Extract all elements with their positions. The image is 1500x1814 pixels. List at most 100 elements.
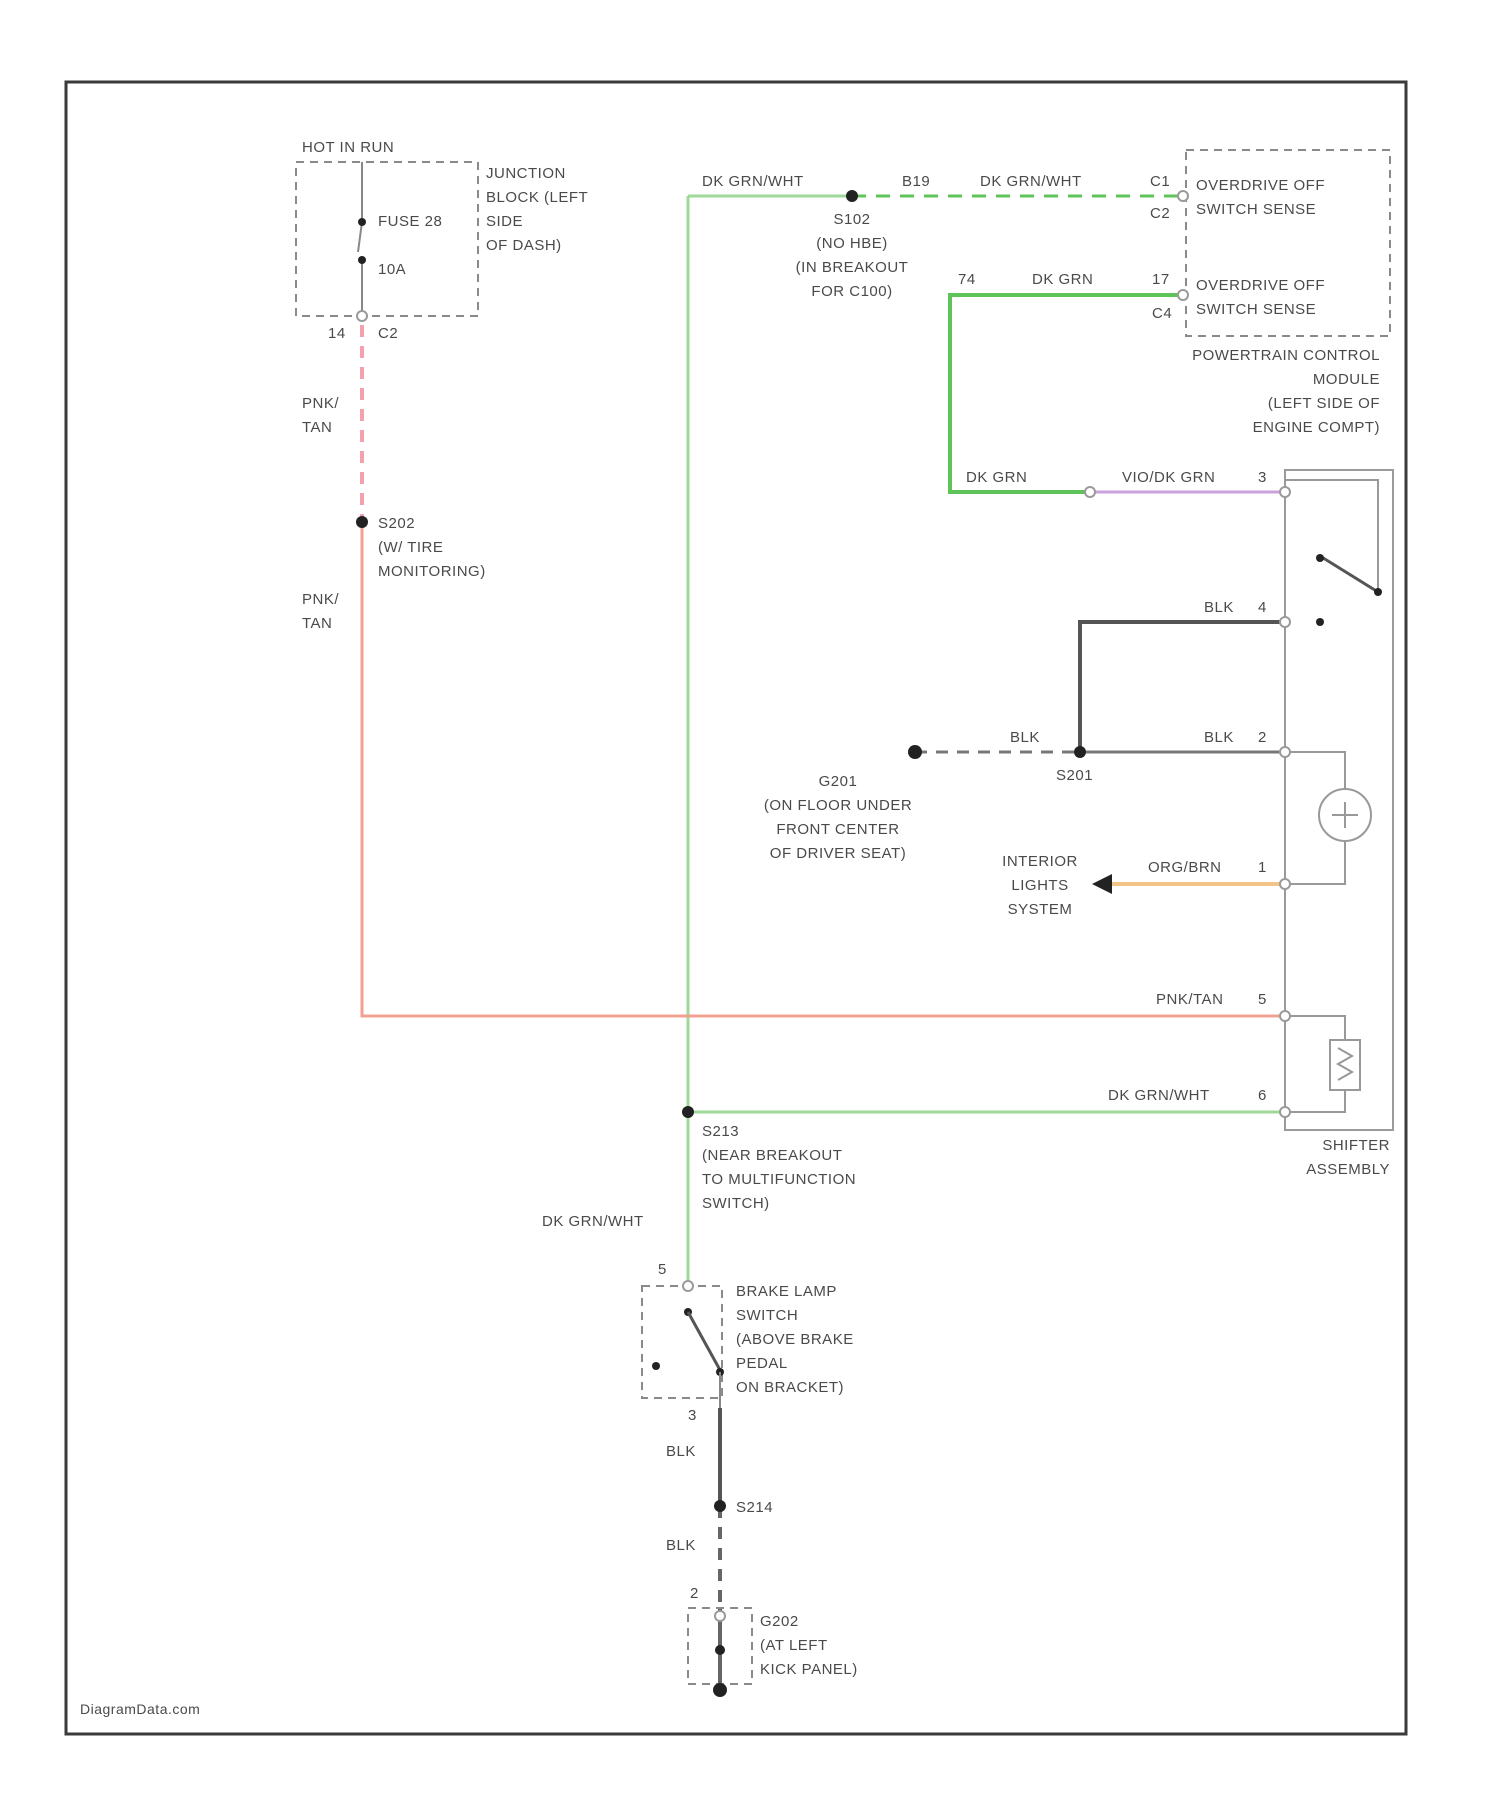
pcm-name-label-line: (LEFT SIDE OF xyxy=(1268,395,1380,412)
wire-label-blk-g202: BLK xyxy=(666,1537,696,1554)
labels: HOT IN RUN JUNCTION BLOCK (LEFT SIDE OF DAS… xyxy=(80,139,1390,1717)
s202-label-line: MONITORING) xyxy=(378,563,486,580)
s102-label-line: (IN BREAKOUT xyxy=(796,259,909,276)
pcm-pin-c1: C1 xyxy=(1150,173,1170,190)
wire-label-b19: B19 xyxy=(902,173,930,190)
g201-label-line: (ON FLOOR UNDER xyxy=(764,797,912,814)
junction-block-label-line: JUNCTION xyxy=(486,165,566,182)
fuse-terminal-icon xyxy=(358,218,366,226)
brake-pin-bottom: 3 xyxy=(688,1407,697,1424)
splice-s102 xyxy=(846,190,858,202)
wire-pin-1: 1 xyxy=(1258,859,1267,876)
g201-label-line: FRONT CENTER xyxy=(776,821,899,838)
pcm-sense-2-label-line: OVERDRIVE OFF xyxy=(1196,277,1325,294)
wire-label-org-brn: ORG/BRN xyxy=(1148,859,1222,876)
wire-label-dk-grn-wht-6: DK GRN/WHT xyxy=(1108,1087,1210,1104)
splice-s213 xyxy=(682,1106,694,1118)
brake-switch-label-line: SWITCH xyxy=(736,1307,798,1324)
wire-pin-2: 2 xyxy=(1258,729,1267,746)
pcm-sense-1-label-line: SWITCH SENSE xyxy=(1196,201,1316,218)
wire-label-dk-grn-wht-top: DK GRN/WHT xyxy=(702,173,804,190)
jb-pin-b: C2 xyxy=(378,325,398,342)
ground-icon xyxy=(713,1683,727,1697)
brake-switch-label-line: (ABOVE BRAKE xyxy=(736,1331,854,1348)
pcm-sense-1-label-line: OVERDRIVE OFF xyxy=(1196,177,1325,194)
wire-label-blk-2: BLK xyxy=(1204,729,1234,746)
pnk-tan-label-1-line: PNK/ xyxy=(302,395,339,412)
shift-solenoid-icon xyxy=(1330,1040,1360,1090)
wire-label-dk-grn-pcm: DK GRN xyxy=(1032,271,1093,288)
junction-block xyxy=(296,162,478,321)
junction-block-label: JUNCTION BLOCK (LEFT SIDE OF DASH) xyxy=(486,165,588,254)
pcm-name-label-line: ENGINE COMPT) xyxy=(1253,419,1380,436)
brake-switch-label: BRAKE LAMP SWITCH (ABOVE BRAKE PEDAL ON BRAC… xyxy=(736,1283,854,1396)
s202-label-line: (W/ TIRE xyxy=(378,539,443,556)
g201-label-line: G201 xyxy=(819,773,858,790)
hot-in-run-label: HOT IN RUN xyxy=(302,139,394,156)
wire-dk-grn-pcm xyxy=(950,295,1183,492)
pnk-tan-label-2-line: PNK/ xyxy=(302,591,339,608)
interior-lights-label-line: LIGHTS xyxy=(1011,877,1068,894)
brake-lamp-switch xyxy=(642,1281,724,1408)
s102-label-line: (NO HBE) xyxy=(816,235,888,252)
pcm-pin-c4: C4 xyxy=(1152,305,1172,322)
pcm-name-label: POWERTRAIN CONTROLMODULE(LEFT SIDE OFENG… xyxy=(1192,347,1380,436)
s213-label-line: SWITCH) xyxy=(702,1195,770,1212)
g201-label: G201 (ON FLOOR UNDER FRONT CENTER OF DRIVER… xyxy=(764,773,912,862)
pnk-tan-label-1-line: TAN xyxy=(302,419,332,436)
wire-label-pnk-tan-5: PNK/TAN xyxy=(1156,991,1223,1008)
interior-lights-label-line: SYSTEM xyxy=(1008,901,1073,918)
splice-s202 xyxy=(356,516,368,528)
splice-s214 xyxy=(714,1500,726,1512)
wire-label-blk-brake: BLK xyxy=(666,1443,696,1460)
s201-label: S201 xyxy=(1056,767,1093,784)
arrow-interior-lights-icon xyxy=(1092,874,1112,894)
brake-switch-label-line: PEDAL xyxy=(736,1355,788,1372)
pcm-pin-c2: C2 xyxy=(1150,205,1170,222)
wire-label-blk-g201: BLK xyxy=(1010,729,1040,746)
brake-switch-icon xyxy=(688,1312,720,1370)
junction-block-label-line: BLOCK (LEFT xyxy=(486,189,588,206)
s213-label-line: TO MULTIFUNCTION xyxy=(702,1171,856,1188)
s102-label-line: S102 xyxy=(833,211,870,228)
diagram-frame xyxy=(66,82,1406,1734)
wire-label-dk-grn-shifter: DK GRN xyxy=(966,469,1027,486)
s102-label: S102 (NO HBE) (IN BREAKOUT FOR C100) xyxy=(796,211,909,300)
shifter-label-line: SHIFTER xyxy=(1322,1137,1390,1154)
wire-pin-3: 3 xyxy=(1258,469,1267,486)
junction-block-label-line: OF DASH) xyxy=(486,237,562,254)
g202-label-line: (AT LEFT xyxy=(760,1637,828,1654)
g202-label-line: KICK PANEL) xyxy=(760,1661,858,1678)
s202-label-line: S202 xyxy=(378,515,415,532)
footer-watermark: DiagramData.com xyxy=(80,1701,200,1717)
s213-label-line: (NEAR BREAKOUT xyxy=(702,1147,842,1164)
s214-label: S214 xyxy=(736,1499,773,1516)
wires xyxy=(362,196,1285,1690)
wire-label-blk-4: BLK xyxy=(1204,599,1234,616)
wire-pin-6: 6 xyxy=(1258,1087,1267,1104)
g202-ground xyxy=(688,1608,752,1697)
g202-pin: 2 xyxy=(690,1585,699,1602)
brake-switch-label-line: ON BRACKET) xyxy=(736,1379,844,1396)
s202-label: S202 (W/ TIRE MONITORING) xyxy=(378,515,486,580)
pcm-name-label-line: POWERTRAIN CONTROL xyxy=(1192,347,1380,364)
shifter-assembly xyxy=(1085,470,1393,1130)
s102-label-line: FOR C100) xyxy=(811,283,892,300)
fuse-symbol xyxy=(358,162,362,316)
brake-switch-label-line: BRAKE LAMP xyxy=(736,1283,837,1300)
wire-label-violet-grn: VIO/DK GRN xyxy=(1122,469,1215,486)
shifter-label-line: ASSEMBLY xyxy=(1306,1161,1390,1178)
shifter-switch-icon xyxy=(1320,556,1378,592)
fuse-terminal-icon xyxy=(358,256,366,264)
brake-pin-top: 5 xyxy=(658,1261,667,1278)
wire-pin-4: 4 xyxy=(1258,599,1267,616)
interior-lights-label-line: INTERIOR xyxy=(1002,853,1078,870)
wire-label-dk-grn-wht-vert: DK GRN/WHT xyxy=(542,1213,644,1230)
g201-label-line: OF DRIVER SEAT) xyxy=(770,845,906,862)
pcm-sense-1-label: OVERDRIVE OFF SWITCH SENSE xyxy=(1196,177,1325,218)
junction-block-label-line: SIDE xyxy=(486,213,523,230)
wire-label-74: 74 xyxy=(958,271,976,288)
